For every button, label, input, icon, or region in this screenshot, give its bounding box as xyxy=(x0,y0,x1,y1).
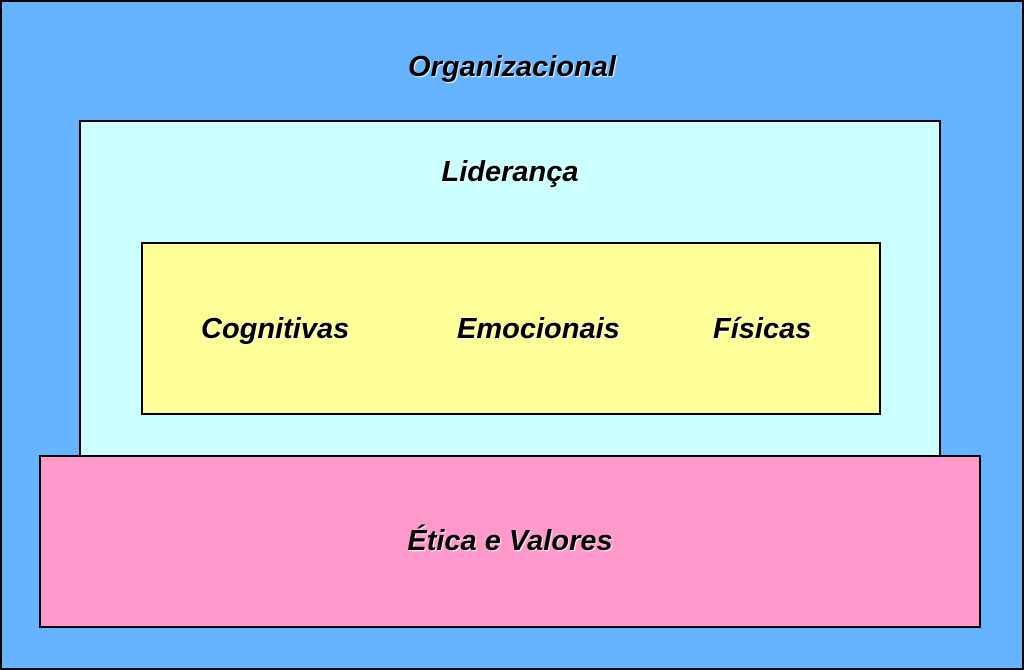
organizacional-label: Organizacional xyxy=(408,51,616,83)
competencias-box xyxy=(141,242,881,415)
fisicas-label: Físicas xyxy=(713,313,812,345)
etica-valores-box xyxy=(39,455,981,628)
lideranca-label: Liderança xyxy=(441,156,579,188)
emocionais-label: Emocionais xyxy=(457,313,620,345)
etica-valores-label: Ética e Valores xyxy=(407,525,613,557)
cognitivas-label: Cognitivas xyxy=(201,313,350,345)
